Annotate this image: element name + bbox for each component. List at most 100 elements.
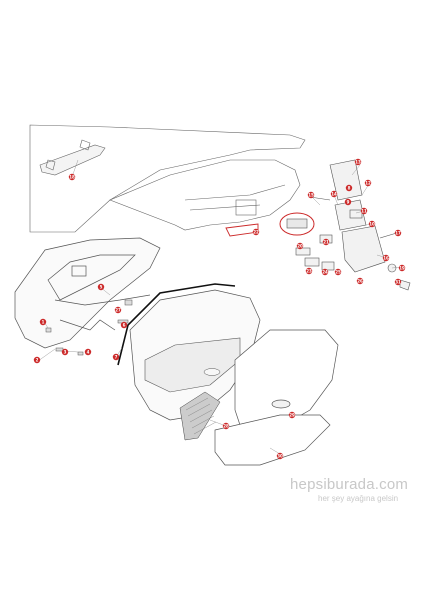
callout-number: 29 [289,413,295,418]
callout-c-r2: 14 [330,190,338,198]
callout-number: 30 [277,454,283,459]
callout-dot [322,238,330,246]
callout-number: 16 [383,256,389,261]
callout-c-l7: 27 [114,306,122,314]
callout-c-b4: 31 [394,278,402,286]
callout-dot [288,411,296,419]
callout-number: 15 [308,193,314,198]
left-case-rail [59,319,116,331]
callout-dot [334,268,342,276]
callout-dot [354,158,362,166]
bolt-c [77,351,84,356]
latch-block [349,209,363,219]
inset-bracket [39,144,106,176]
callout-number: 27 [115,308,121,313]
callout-dot [344,198,352,206]
cover-logo [271,399,291,409]
callout-dot [368,220,376,228]
callout-number: 12 [365,181,371,186]
callout-number: 23 [306,269,312,274]
left-case-shell [14,237,161,349]
callout-number: 18 [69,175,75,180]
callout-dot [330,190,338,198]
callout-c-r11: 20 [296,242,304,250]
key [399,279,411,291]
cover-shell [234,329,339,431]
callout-dot [394,278,402,286]
callout-c-m5: 26 [356,277,364,285]
lock-housing [341,225,386,273]
callout-dot [398,264,406,272]
callout-number: 11 [361,209,367,214]
callout-dot [61,348,69,356]
callout-c-b1: 28 [222,422,230,430]
callout-number: 21 [323,240,329,245]
tail-seat-line [184,184,286,201]
callout-dot [114,306,122,314]
callout-dot [84,348,92,356]
callout-c-r7: 8 [345,184,353,192]
middle-case-panel [144,337,241,393]
reflector-stripes [185,397,217,435]
callout-dot [276,452,284,460]
callout-number: 24 [322,270,328,275]
callout-number: 22 [253,230,259,235]
callout-c-r4: 11 [360,207,368,215]
inset-clip-b [45,159,56,171]
tail-lower-line [189,204,261,211]
callout-c-r9: 16 [382,254,390,262]
callout-number: 10 [369,222,375,227]
callout-dot [321,268,329,276]
inset-outline [29,124,306,233]
callout-c-l1: 1 [39,318,47,326]
callout-dot [356,277,364,285]
rod-line [309,196,331,201]
callout-c-l3: 3 [61,348,69,356]
callout-c-r12: 21 [322,238,330,246]
callout-c-m3: 24 [321,268,329,276]
callout-number: 19 [399,266,405,271]
left-case-handle [71,265,87,277]
callout-c-l8: 7 [112,353,120,361]
inset-clip-a [79,139,91,151]
callout-number: 7 [115,355,118,360]
callout-c-m1: 22 [252,228,260,236]
middle-case [117,283,261,421]
clip-b [321,261,335,271]
callout-c-r3: 12 [364,179,372,187]
callout-dot [360,207,368,215]
tail-body [109,159,301,231]
callout-number: 26 [357,279,363,284]
callout-c-r6: 9 [344,198,352,206]
callout-dot [33,356,41,364]
callout-number: 13 [355,160,361,165]
inset-detail [29,124,306,233]
highlight-detail [279,212,315,236]
callout-dot [305,267,313,275]
latch-part [286,218,308,229]
hardware-cluster [295,159,411,291]
callout-dot [382,254,390,262]
watermark-tagline: her şey ayağına gelsin [318,494,399,503]
callout-number: 1 [42,320,45,325]
tail-mount [235,199,257,216]
callout-dot [252,228,260,236]
callout-number: 25 [335,270,341,275]
callout-c-r1: 15 [307,191,315,199]
callout-c-top-plate: 13 [354,158,362,166]
screw-plate [295,247,311,256]
callout-number: 2 [36,358,39,363]
callout-number: 8 [348,186,351,191]
callout-c-l2: 2 [33,356,41,364]
callout-number: 28 [223,424,229,429]
callout-number: 9 [347,200,350,205]
callout-c-inset: 18 [68,173,76,181]
callout-number: 6 [123,323,126,328]
callout-number: 17 [395,231,401,236]
reflector-strip [179,391,221,441]
highlight-circle [279,212,315,236]
left-case-frame [54,294,151,306]
lower-cover [214,414,331,466]
tail-section [109,159,301,237]
